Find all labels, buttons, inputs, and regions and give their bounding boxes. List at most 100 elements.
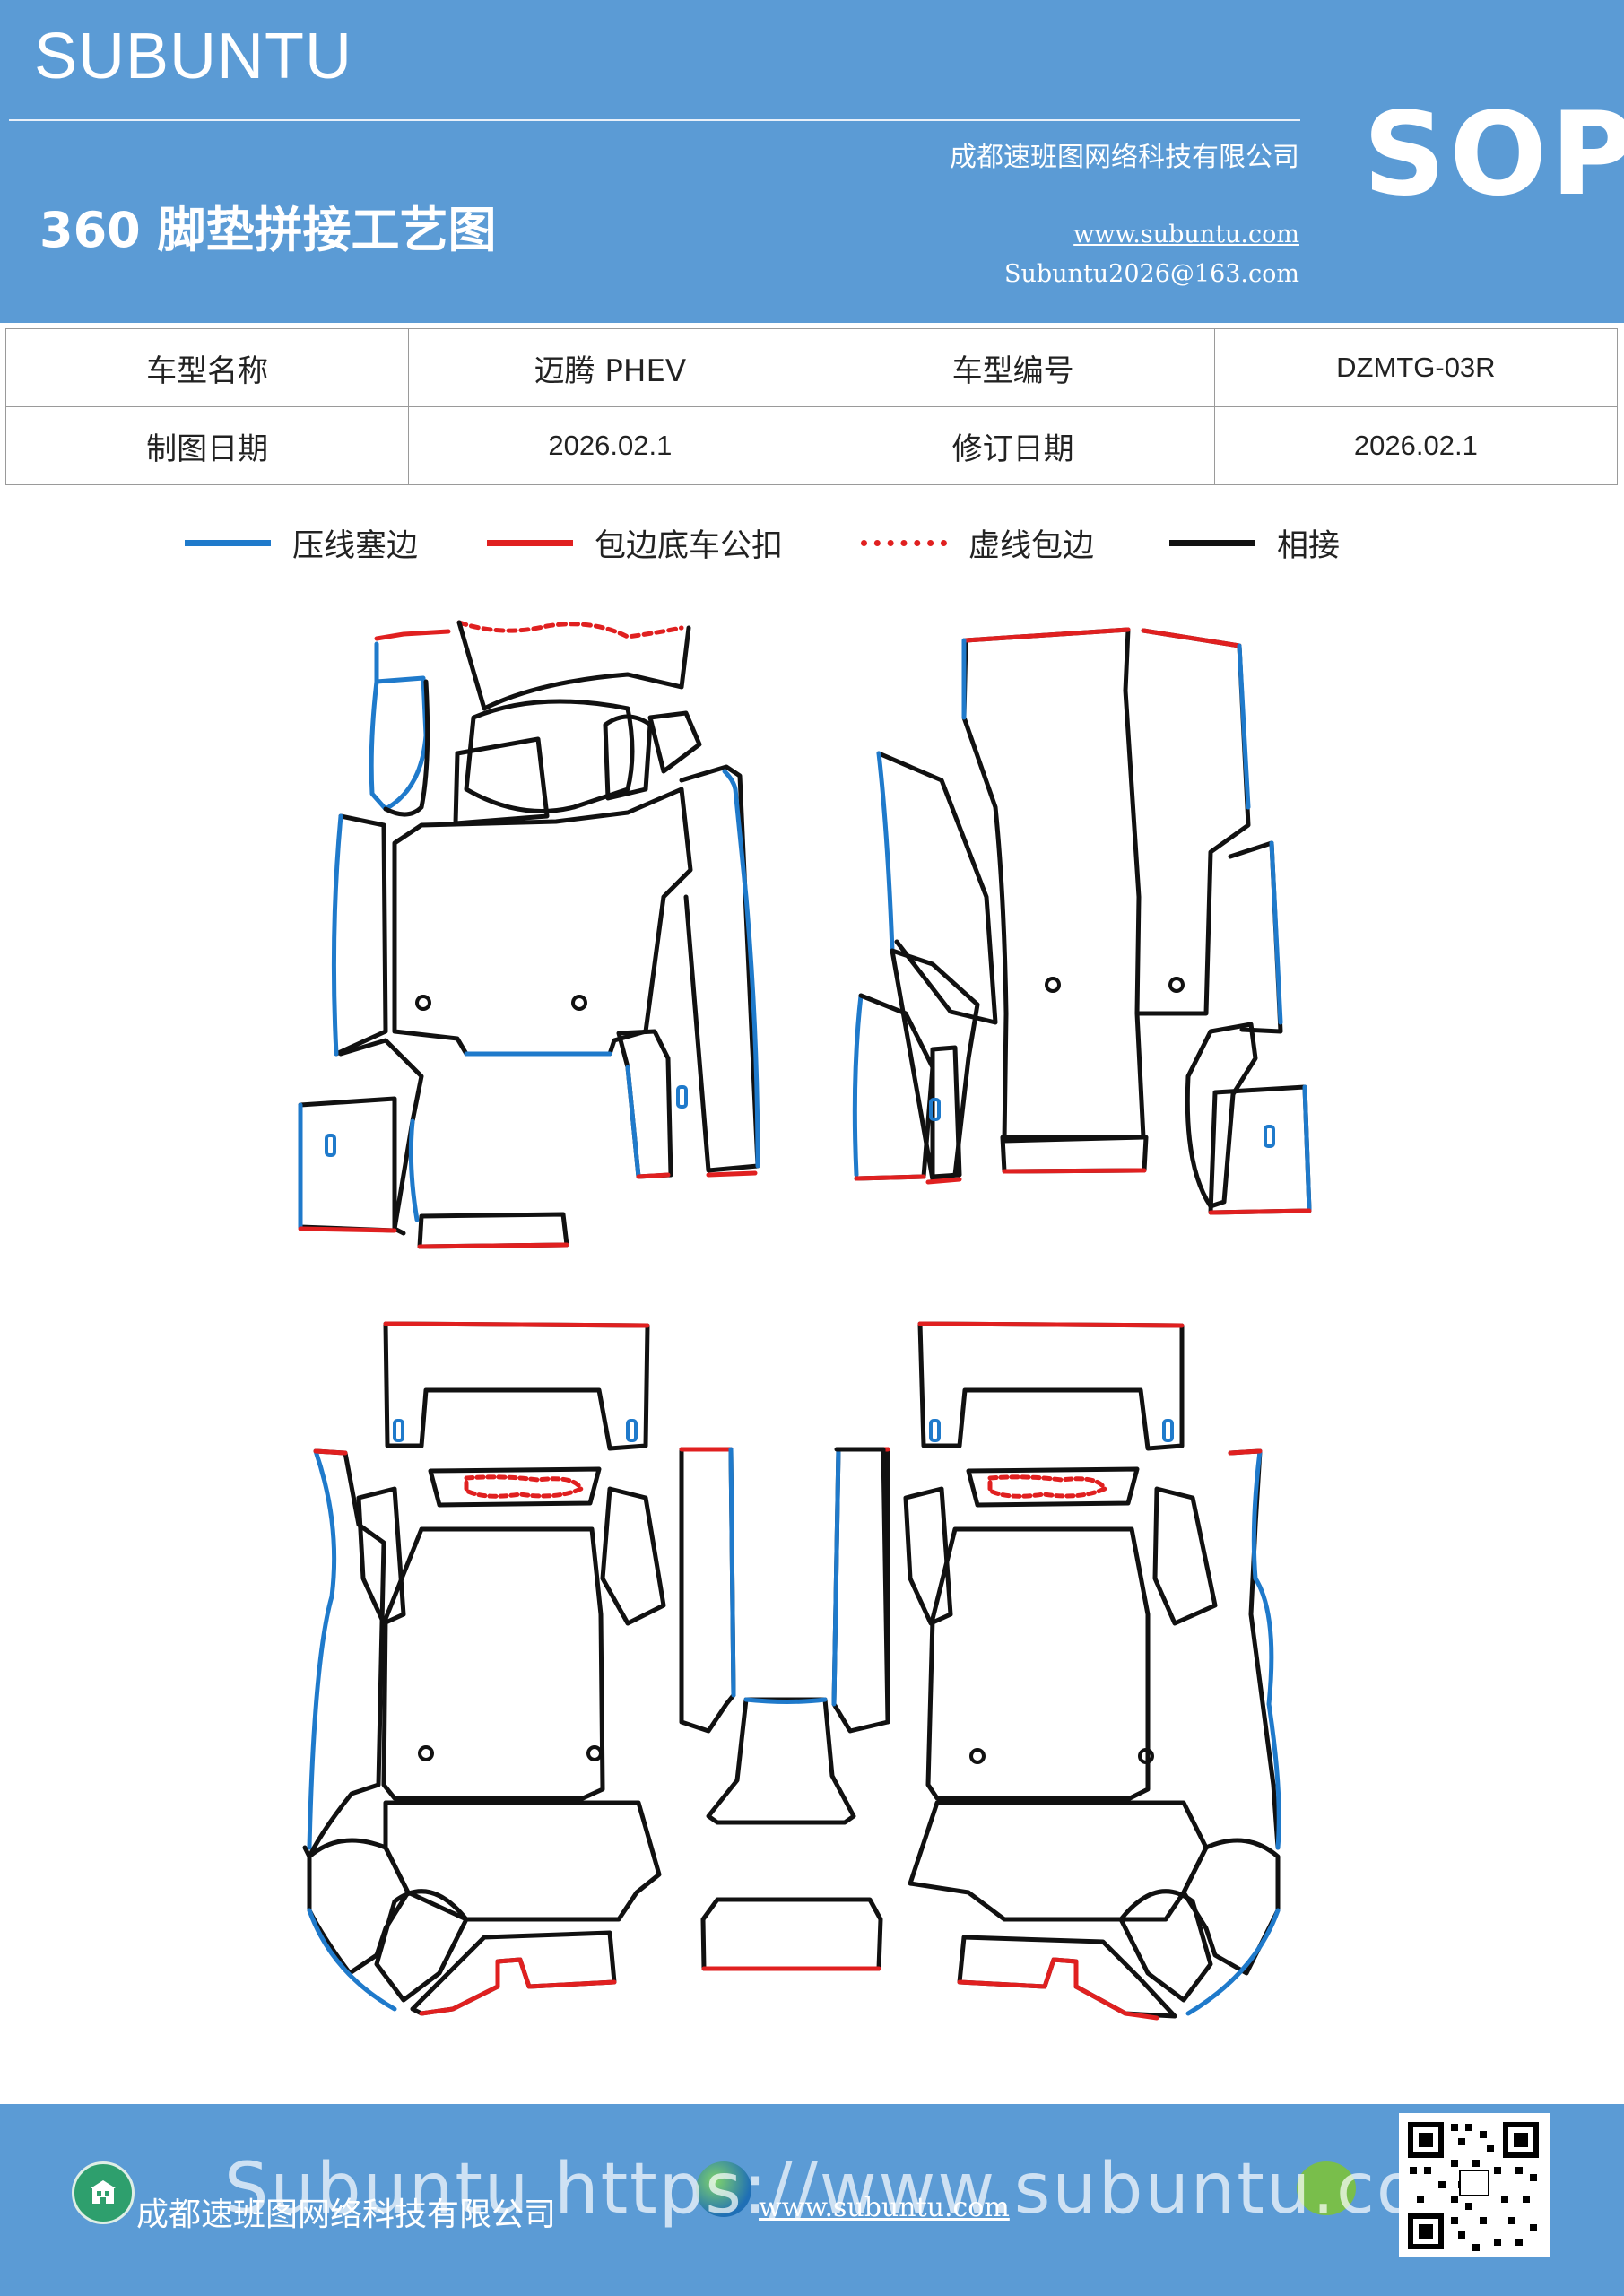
header-website-link[interactable]: www.subuntu.com — [1073, 221, 1299, 248]
model-name-label: 车型名称 — [4, 328, 410, 407]
mat-slot — [1162, 1419, 1174, 1442]
mat-piece-sill-right-red — [636, 1172, 671, 1179]
mat-piece-center-right-tall — [831, 1447, 890, 1734]
mat-piece-sill-left-red — [925, 1177, 962, 1185]
draw-date-label: 制图日期 — [4, 406, 410, 485]
mat-piece-arc-blue — [307, 1908, 397, 2012]
model-code-label: 车型编号 — [811, 328, 1215, 407]
mat-piece-vent — [966, 1466, 1140, 1508]
sop-badge: SOP — [1363, 88, 1624, 222]
mat-piece-upper-left — [369, 641, 429, 812]
mat-slot — [1264, 1125, 1275, 1148]
line-legend: 压线塞边 包边底车公扣 虚线包边 相接 — [0, 520, 1624, 565]
qr-code[interactable] — [1399, 2113, 1550, 2257]
mat-clip-hole — [571, 995, 587, 1011]
mat-piece-sill-left-blue — [408, 1118, 420, 1222]
mat-piece-center-right-tall-blue — [831, 1447, 841, 1707]
mat-piece-top-right-red — [1141, 628, 1242, 648]
building-icon-glyph — [91, 2180, 116, 2204]
legend-swatch-red-dotted — [861, 539, 947, 546]
mat-piece-side-wedge-r — [600, 1486, 666, 1626]
qr-code-pattern — [1406, 2120, 1541, 2251]
legend-item-joint: 相接 — [1169, 520, 1340, 565]
mat-piece-top-right — [1136, 628, 1251, 1016]
legend-swatch-red — [487, 539, 573, 546]
rear-right-mat-group — [834, 1321, 1281, 2021]
draw-date-value: 2026.02.1 — [408, 406, 812, 485]
mat-piece-side-wedge-r — [1152, 1486, 1218, 1626]
mat-piece-bottom-strip — [417, 1212, 569, 1249]
mat-clip-hole — [969, 1748, 986, 1764]
mat-slot — [325, 1134, 336, 1157]
mat-piece-right-side-blue — [722, 769, 760, 1169]
mat-piece-sill-right-blue — [625, 1065, 641, 1179]
mat-piece-upper-left-black — [383, 679, 430, 817]
front-right-mat-group — [852, 627, 1312, 1215]
mat-piece-top-panel — [383, 1321, 650, 1451]
mat-piece-left-side-red — [313, 1448, 348, 1456]
legend-item-dotted-edge: 虚线包边 — [861, 520, 1094, 565]
footer-website-link[interactable]: www.subuntu.com — [759, 2192, 1010, 2223]
mat-piece-top-center-red — [963, 627, 1131, 643]
mat-piece-left-side-blue — [307, 1448, 337, 1850]
mat-piece-tunnel-blue — [743, 1697, 828, 1704]
mat-piece-right-side — [679, 764, 760, 1173]
footer-company: 成都速班图网络科技有限公司 — [136, 2196, 557, 2233]
mat-piece-right-side-red — [1228, 1448, 1263, 1456]
mat-clip-hole — [1138, 1748, 1154, 1764]
mat-piece-seat-band — [908, 1800, 1209, 1922]
legend-label: 包边底车公扣 — [595, 527, 784, 564]
front-left-mat-group — [298, 620, 760, 1249]
legend-swatch-black — [1169, 539, 1255, 546]
mat-clip-hole — [418, 1745, 434, 1761]
mat-piece-lower-left-blue — [852, 993, 864, 1178]
mat-piece-lower-left — [890, 948, 980, 1182]
mat-slot — [676, 1085, 688, 1109]
mat-slot — [929, 1098, 941, 1121]
mat-piece-rear-block — [700, 1897, 883, 1971]
rear-left-mat-group — [302, 1321, 736, 2016]
mat-piece-left-side-blue — [331, 813, 343, 1057]
mat-piece-bottom-lip — [957, 1935, 1177, 2019]
mat-piece-right-side-red — [706, 1170, 758, 1178]
legend-label: 相接 — [1277, 527, 1341, 564]
mat-piece-sill-left — [930, 1045, 962, 1179]
mat-piece-left-side — [334, 813, 388, 1057]
mat-piece-main — [381, 1526, 605, 1801]
mat-piece-vent-dotted — [464, 1474, 584, 1499]
mat-piece-bottom-lip-red — [957, 1957, 1159, 2021]
legend-label: 虚线包边 — [968, 527, 1095, 564]
mat-piece-left-side — [302, 1448, 386, 1859]
footer-banner — [0, 2104, 1624, 2296]
watermark-overlay: Subuntu https://www.subuntu.com — [224, 2149, 1491, 2230]
mat-piece-arc-blue — [1185, 1908, 1281, 2016]
mat-piece-pedal-3 — [647, 710, 702, 774]
mat-piece-main — [392, 787, 693, 1057]
mat-piece-top-body — [456, 620, 691, 711]
mat-clip-hole — [415, 995, 431, 1011]
mat-piece-bottom-lip — [410, 1930, 617, 2016]
model-name-value: 迈腾 PHEV — [408, 328, 812, 407]
brand-name: SUBUNTU — [34, 21, 353, 92]
header-email: Subuntu2026@163.com — [1004, 260, 1299, 288]
revise-date-label: 修订日期 — [811, 406, 1215, 485]
mat-piece-tunnel — [706, 1697, 856, 1825]
mat-piece-top-edge — [374, 629, 451, 641]
mat-slot — [626, 1419, 638, 1442]
mat-piece-vent-dotted — [987, 1474, 1107, 1499]
legend-item-edge-buckle: 包边底车公扣 — [487, 520, 783, 565]
legend-item-press-line: 压线塞边 — [185, 520, 418, 565]
mat-piece-corner-red — [1208, 1208, 1312, 1215]
mat-piece-wheel-arc — [1181, 1838, 1281, 1976]
revise-date-value: 2026.02.1 — [1213, 406, 1619, 485]
mat-piece-right-tall-blue — [728, 1447, 736, 1698]
mat-piece-right-side-blue — [1269, 840, 1283, 1025]
mat-piece-vent — [428, 1466, 602, 1508]
legend-label: 压线塞边 — [292, 527, 419, 564]
mat-piece-side-wedge — [903, 1486, 953, 1626]
mat-piece-seat-band — [383, 1800, 662, 1922]
mat-piece-main — [925, 1526, 1151, 1801]
header-banner — [0, 0, 1624, 323]
mat-piece-bottom-lip-red — [419, 1957, 617, 2016]
mat-piece-lower-left-red — [854, 1174, 926, 1181]
